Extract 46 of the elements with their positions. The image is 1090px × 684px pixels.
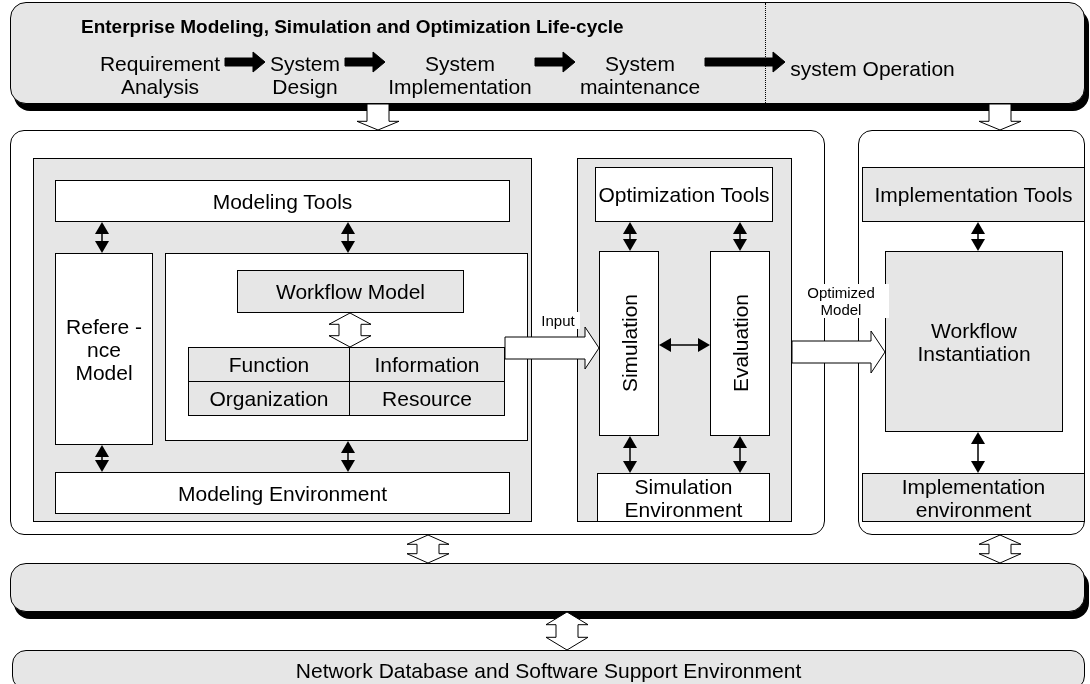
box-label: Evaluation — [728, 294, 752, 393]
arrow — [623, 436, 637, 473]
block-arrow — [328, 312, 372, 348]
arrow — [95, 222, 109, 253]
model-box: Workflow Model — [237, 270, 464, 313]
box-label: Simulation — [617, 294, 641, 393]
band-heading: Enterprise Modeling, Simulation and Optimization Life-cycle — [81, 15, 624, 38]
block-arrow — [356, 103, 400, 131]
platform-bar: Network Database and Software Support Environment — [12, 650, 1085, 684]
block-arrow — [704, 51, 786, 73]
module-panel — [33, 158, 532, 522]
process-box — [599, 251, 659, 436]
block-arrow — [344, 51, 386, 73]
stage-label: Requirement Analysis — [95, 50, 225, 100]
tool-box: Modeling Tools — [55, 180, 510, 222]
arrow — [341, 222, 355, 253]
model-box: Refere -nce Model — [55, 253, 153, 445]
process-box: Workflow Instantiation — [885, 251, 1063, 432]
model-panel — [165, 253, 528, 441]
block-arrow — [545, 611, 589, 651]
arrow — [733, 222, 747, 251]
stage-label: System Implementation — [385, 50, 535, 100]
process-box — [710, 251, 770, 436]
arrow — [341, 441, 355, 472]
environment-box: Simulation Environment — [597, 473, 770, 522]
environment-box: Modeling Environment — [55, 472, 510, 514]
arrow — [659, 338, 710, 352]
stage-label: System maintenance — [575, 50, 705, 100]
block-arrow — [224, 51, 266, 73]
stage-label: system Operation — [785, 48, 960, 88]
module-panel — [577, 158, 792, 522]
block-arrow — [406, 534, 450, 564]
arrow — [733, 436, 747, 473]
block-arrow — [504, 326, 600, 370]
tool-box: Implementation Tools — [862, 167, 1085, 222]
arrow — [971, 222, 985, 251]
stage-label: System Design — [265, 50, 345, 100]
arrow — [95, 445, 109, 472]
block-arrow — [978, 103, 1022, 131]
block-arrow — [791, 330, 886, 374]
arrow — [623, 222, 637, 251]
arrow — [971, 432, 985, 473]
environment-box: Implementation environment — [862, 473, 1085, 522]
block-arrow — [978, 534, 1022, 564]
tool-box: Optimization Tools — [595, 167, 773, 222]
block-arrow — [534, 51, 576, 73]
